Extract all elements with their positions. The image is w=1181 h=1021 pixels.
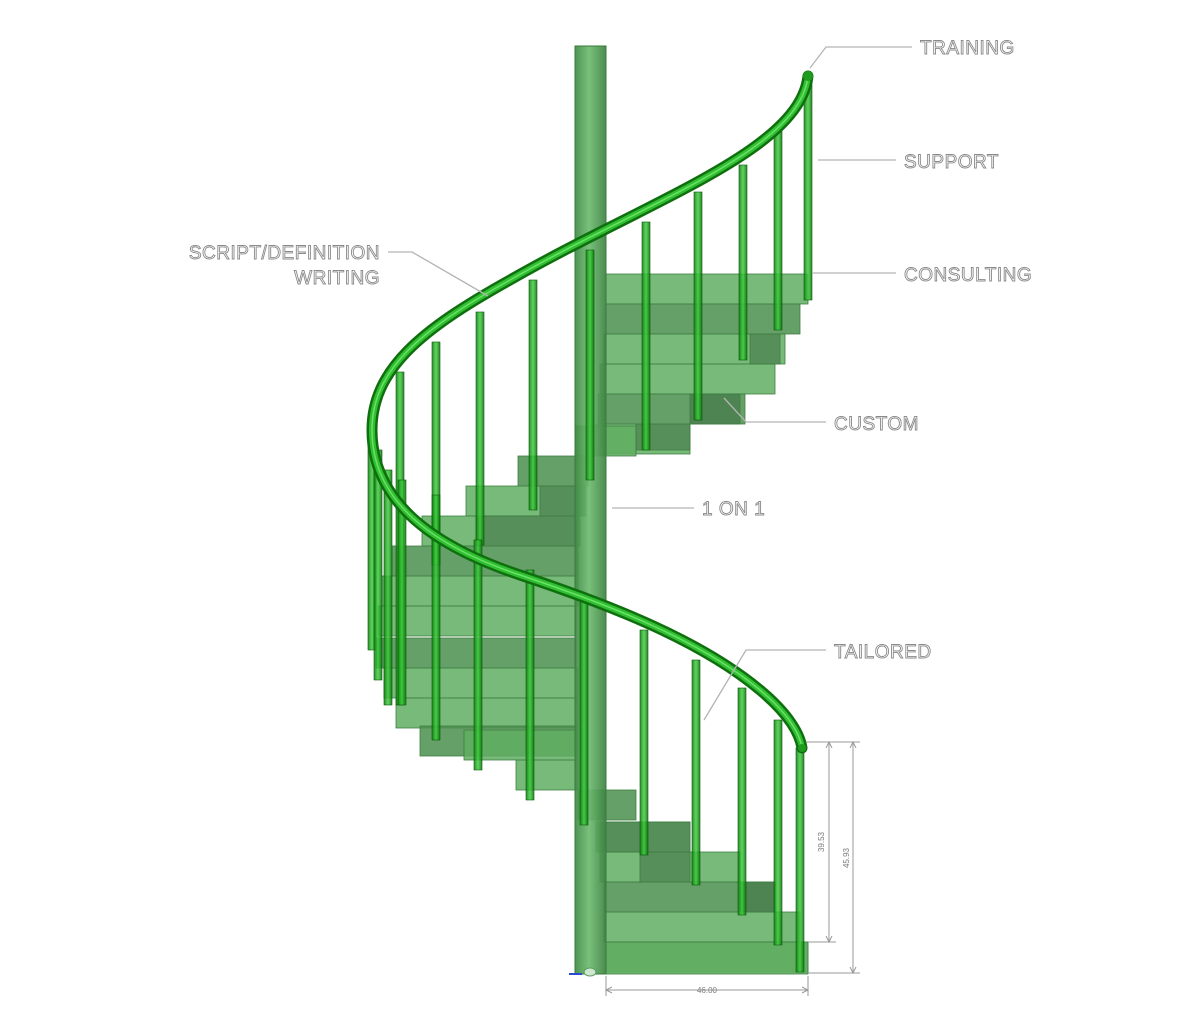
bottom-tread [605, 941, 809, 975]
baluster [737, 687, 747, 916]
baluster [525, 569, 535, 801]
baluster [773, 129, 783, 331]
callout-script-definition: SCRIPT/DEFINITION [189, 243, 380, 264]
baluster [693, 191, 703, 421]
callout-1-on-1: 1 ON 1 [702, 499, 765, 520]
baluster [475, 311, 485, 546]
callout-support: SUPPORT [904, 152, 999, 173]
handrail [366, 70, 814, 754]
callout-writing: WRITING [294, 268, 380, 289]
baluster [397, 479, 407, 706]
tread-shadow [475, 515, 579, 547]
baluster [641, 221, 651, 451]
baluster [431, 494, 441, 741]
tread-shadow [639, 851, 691, 883]
baluster [383, 469, 393, 706]
baluster [473, 539, 483, 771]
stair-tread [463, 729, 579, 761]
balusters [367, 75, 813, 973]
baluster [585, 249, 595, 481]
stair-tread [395, 697, 579, 729]
dimension-width: 46.00 [697, 986, 718, 995]
tread-shadow [749, 333, 781, 365]
baluster [738, 164, 748, 361]
callout-training: TRAINING [920, 38, 1015, 59]
stair-tread [603, 911, 801, 943]
callout-leaders [388, 46, 912, 721]
dimension-inner-height: 39.53 [817, 831, 826, 852]
baluster [803, 75, 813, 301]
baluster [773, 719, 783, 946]
baluster [795, 747, 805, 973]
stair-tread [605, 303, 801, 335]
center-pole [569, 45, 607, 977]
baluster [639, 629, 649, 856]
baluster [579, 594, 589, 826]
dimension-outer-height: 45.93 [842, 847, 851, 868]
baluster [691, 659, 701, 886]
stair-tread [599, 363, 776, 395]
callout-consulting: CONSULTING [904, 265, 1032, 286]
stair-tread [515, 759, 579, 791]
callout-custom: CUSTOM [834, 414, 919, 435]
callout-tailored: TAILORED [834, 642, 932, 663]
baluster [528, 279, 538, 511]
dimension-lines [604, 740, 860, 996]
